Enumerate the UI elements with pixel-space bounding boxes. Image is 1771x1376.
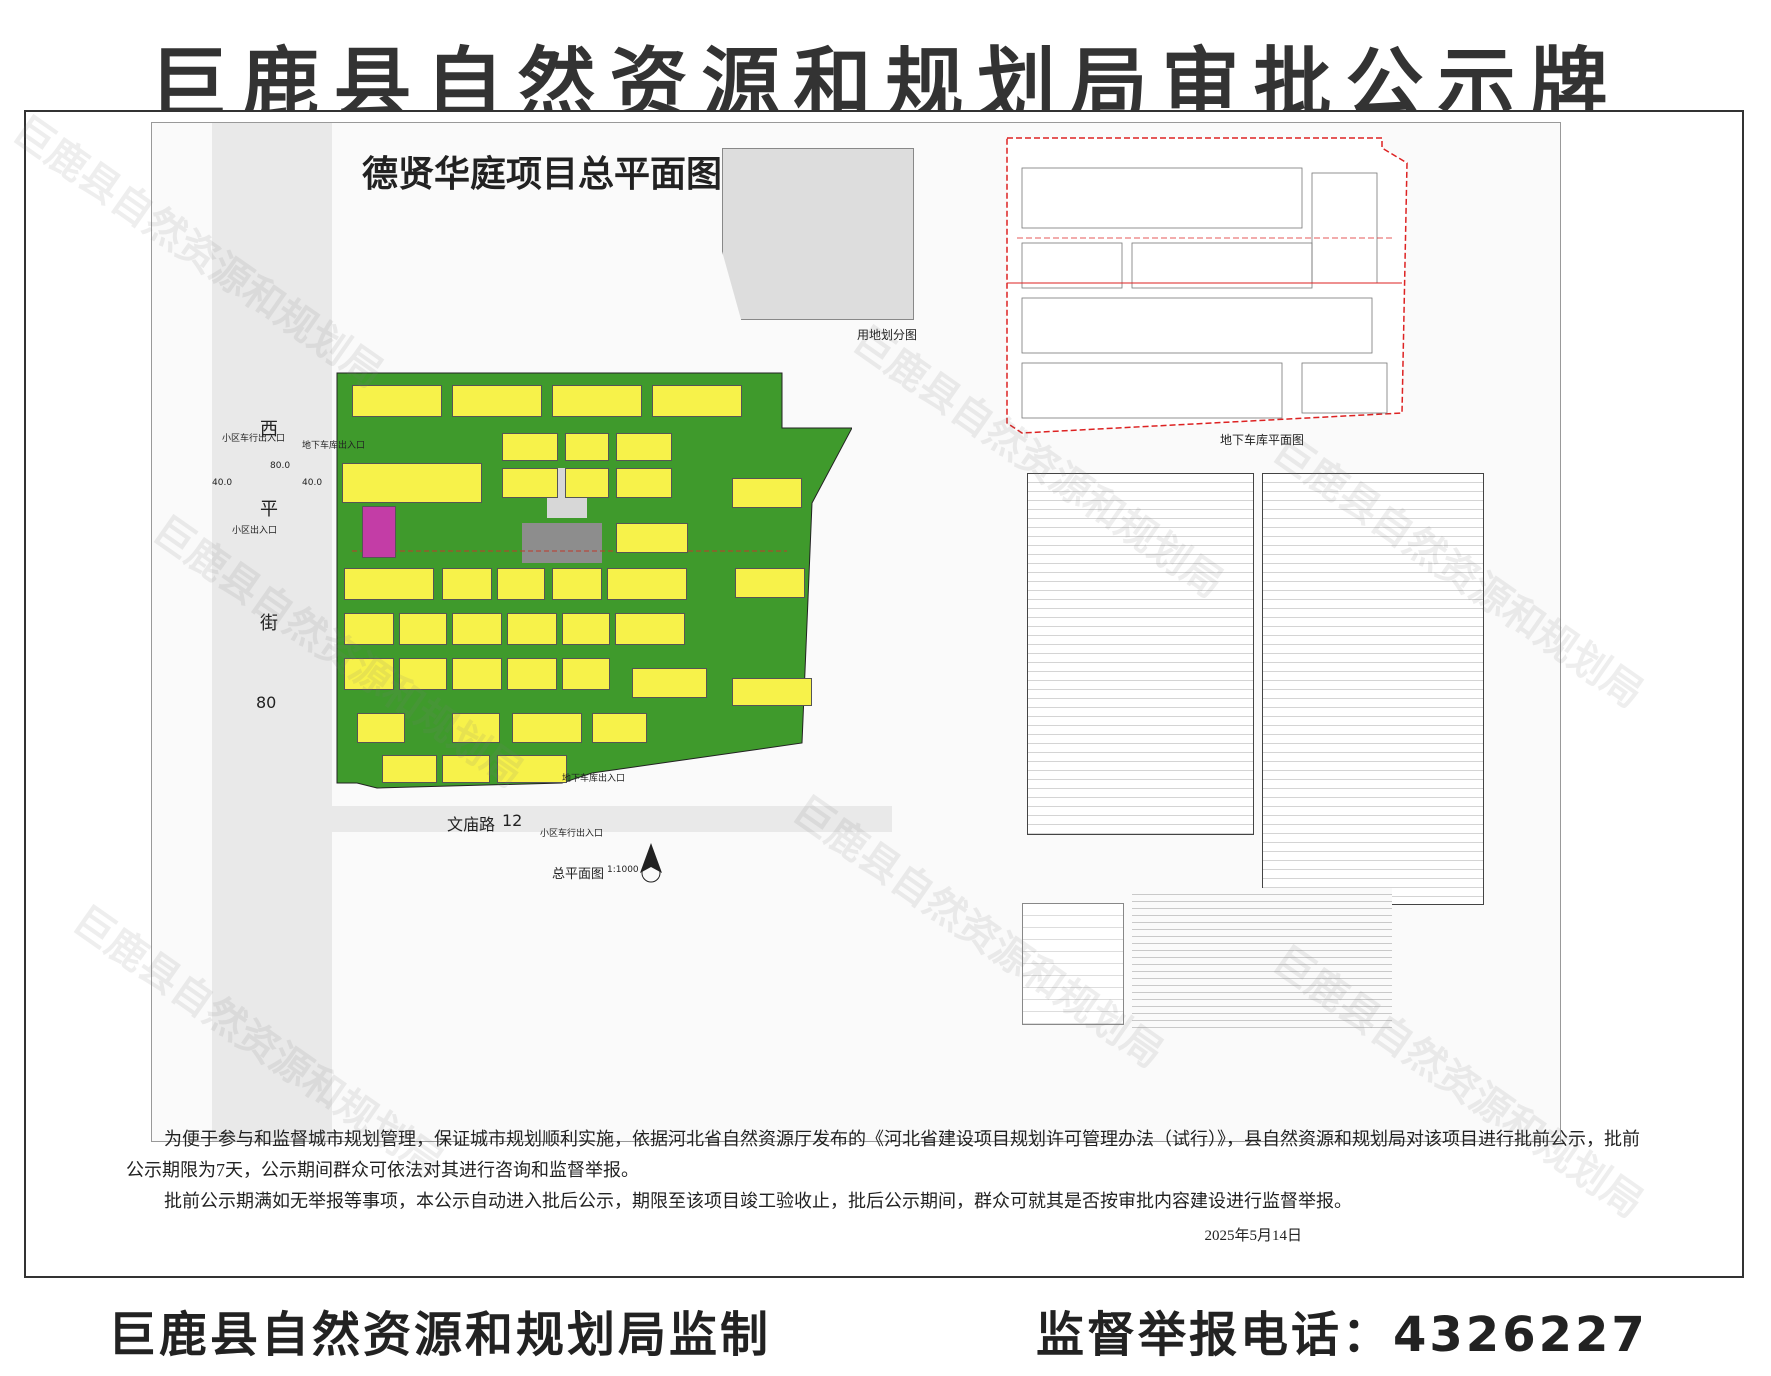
building (732, 678, 812, 706)
notice-board-frame: 德贤华庭项目总平面图 西 平 街 80 40.0 40.0 80.0 (24, 110, 1744, 1278)
entrance-vehicle-west: 小区车行出入口 (222, 434, 286, 444)
notice-paragraph-1: 为便于参与和监督城市规划管理，保证城市规划顺利实施，依据河北省自然资源厅发布的《… (126, 1129, 1640, 1180)
site-plan-scale: 1:1000 (607, 865, 639, 875)
statistics-table-left (1027, 473, 1254, 835)
building (382, 755, 437, 783)
notice-text: 为便于参与和监督城市规划管理，保证城市规划顺利实施，依据河北省自然资源厅发布的《… (126, 1124, 1646, 1217)
building (357, 713, 405, 743)
building (562, 613, 610, 645)
road-name-south: 文庙路 (447, 815, 496, 834)
entrance-garage-south: 地下车库出入口 (562, 774, 626, 784)
building (344, 658, 394, 690)
building (562, 658, 610, 690)
road-char-3: 街 (260, 613, 278, 634)
building (399, 613, 447, 645)
building (497, 568, 545, 600)
building (552, 385, 642, 417)
building (552, 568, 602, 600)
building (452, 385, 542, 417)
notes-box (1132, 888, 1392, 1028)
legend-box (1022, 903, 1124, 1025)
site-plan-drawing: 德贤华庭项目总平面图 西 平 街 80 40.0 40.0 80.0 (151, 122, 1561, 1142)
building (442, 755, 490, 783)
building (732, 478, 802, 508)
dimension-a: 40.0 (212, 478, 233, 488)
building (502, 468, 558, 498)
west-road (212, 123, 332, 1141)
entrance-vehicle-south: 小区车行出入口 (540, 829, 604, 839)
dimension-c: 80.0 (270, 461, 291, 471)
building (502, 433, 558, 461)
building (632, 668, 707, 698)
building (607, 568, 687, 600)
road-width-west: 80 (256, 693, 277, 712)
garage-plan (1006, 137, 1408, 434)
footer-supervisor: 巨鹿县自然资源和规划局监制 (108, 1307, 772, 1363)
building (652, 385, 742, 417)
building (565, 433, 609, 461)
building (399, 658, 447, 690)
building (592, 713, 647, 743)
building (497, 755, 567, 783)
entrance-pedestrian-west: 小区出入口 (232, 526, 278, 536)
building (342, 463, 482, 503)
building (615, 613, 685, 645)
building (507, 613, 557, 645)
building (452, 713, 500, 743)
building (616, 468, 672, 498)
notice-paragraph-2: 批前公示期满如无举报等事项，本公示自动进入批后公示，期限至该项目竣工验收止，批后… (164, 1191, 1352, 1211)
community-center (362, 506, 396, 558)
building (442, 568, 492, 600)
footer-hotline: 监督举报电话：4326227 (1036, 1307, 1648, 1363)
road-char-2: 平 (260, 499, 278, 520)
plan-title: 德贤华庭项目总平面图 (362, 154, 723, 195)
south-road (332, 806, 892, 832)
land-division-label: 用地划分图 (857, 328, 918, 342)
land-division-map (722, 148, 914, 320)
entrance-garage-north: 地下车库出入口 (302, 441, 366, 451)
site-plan-label: 总平面图 (552, 867, 605, 882)
dimension-b: 40.0 (302, 478, 323, 488)
building (512, 713, 582, 743)
building (735, 568, 805, 598)
road-char-1: 西 (260, 419, 278, 440)
notice-date: 2025年5月14日 (1204, 1228, 1302, 1244)
road-width-south: 12 (502, 811, 523, 830)
building (616, 523, 688, 553)
statistics-table-right (1262, 473, 1484, 905)
building (452, 658, 502, 690)
building (344, 568, 434, 600)
building (565, 468, 609, 498)
building (352, 385, 442, 417)
north-arrow-icon (640, 843, 662, 883)
garage-plan-label: 地下车库平面图 (1220, 433, 1305, 447)
building (452, 613, 502, 645)
building (507, 658, 557, 690)
building (616, 433, 672, 461)
building (344, 613, 394, 645)
